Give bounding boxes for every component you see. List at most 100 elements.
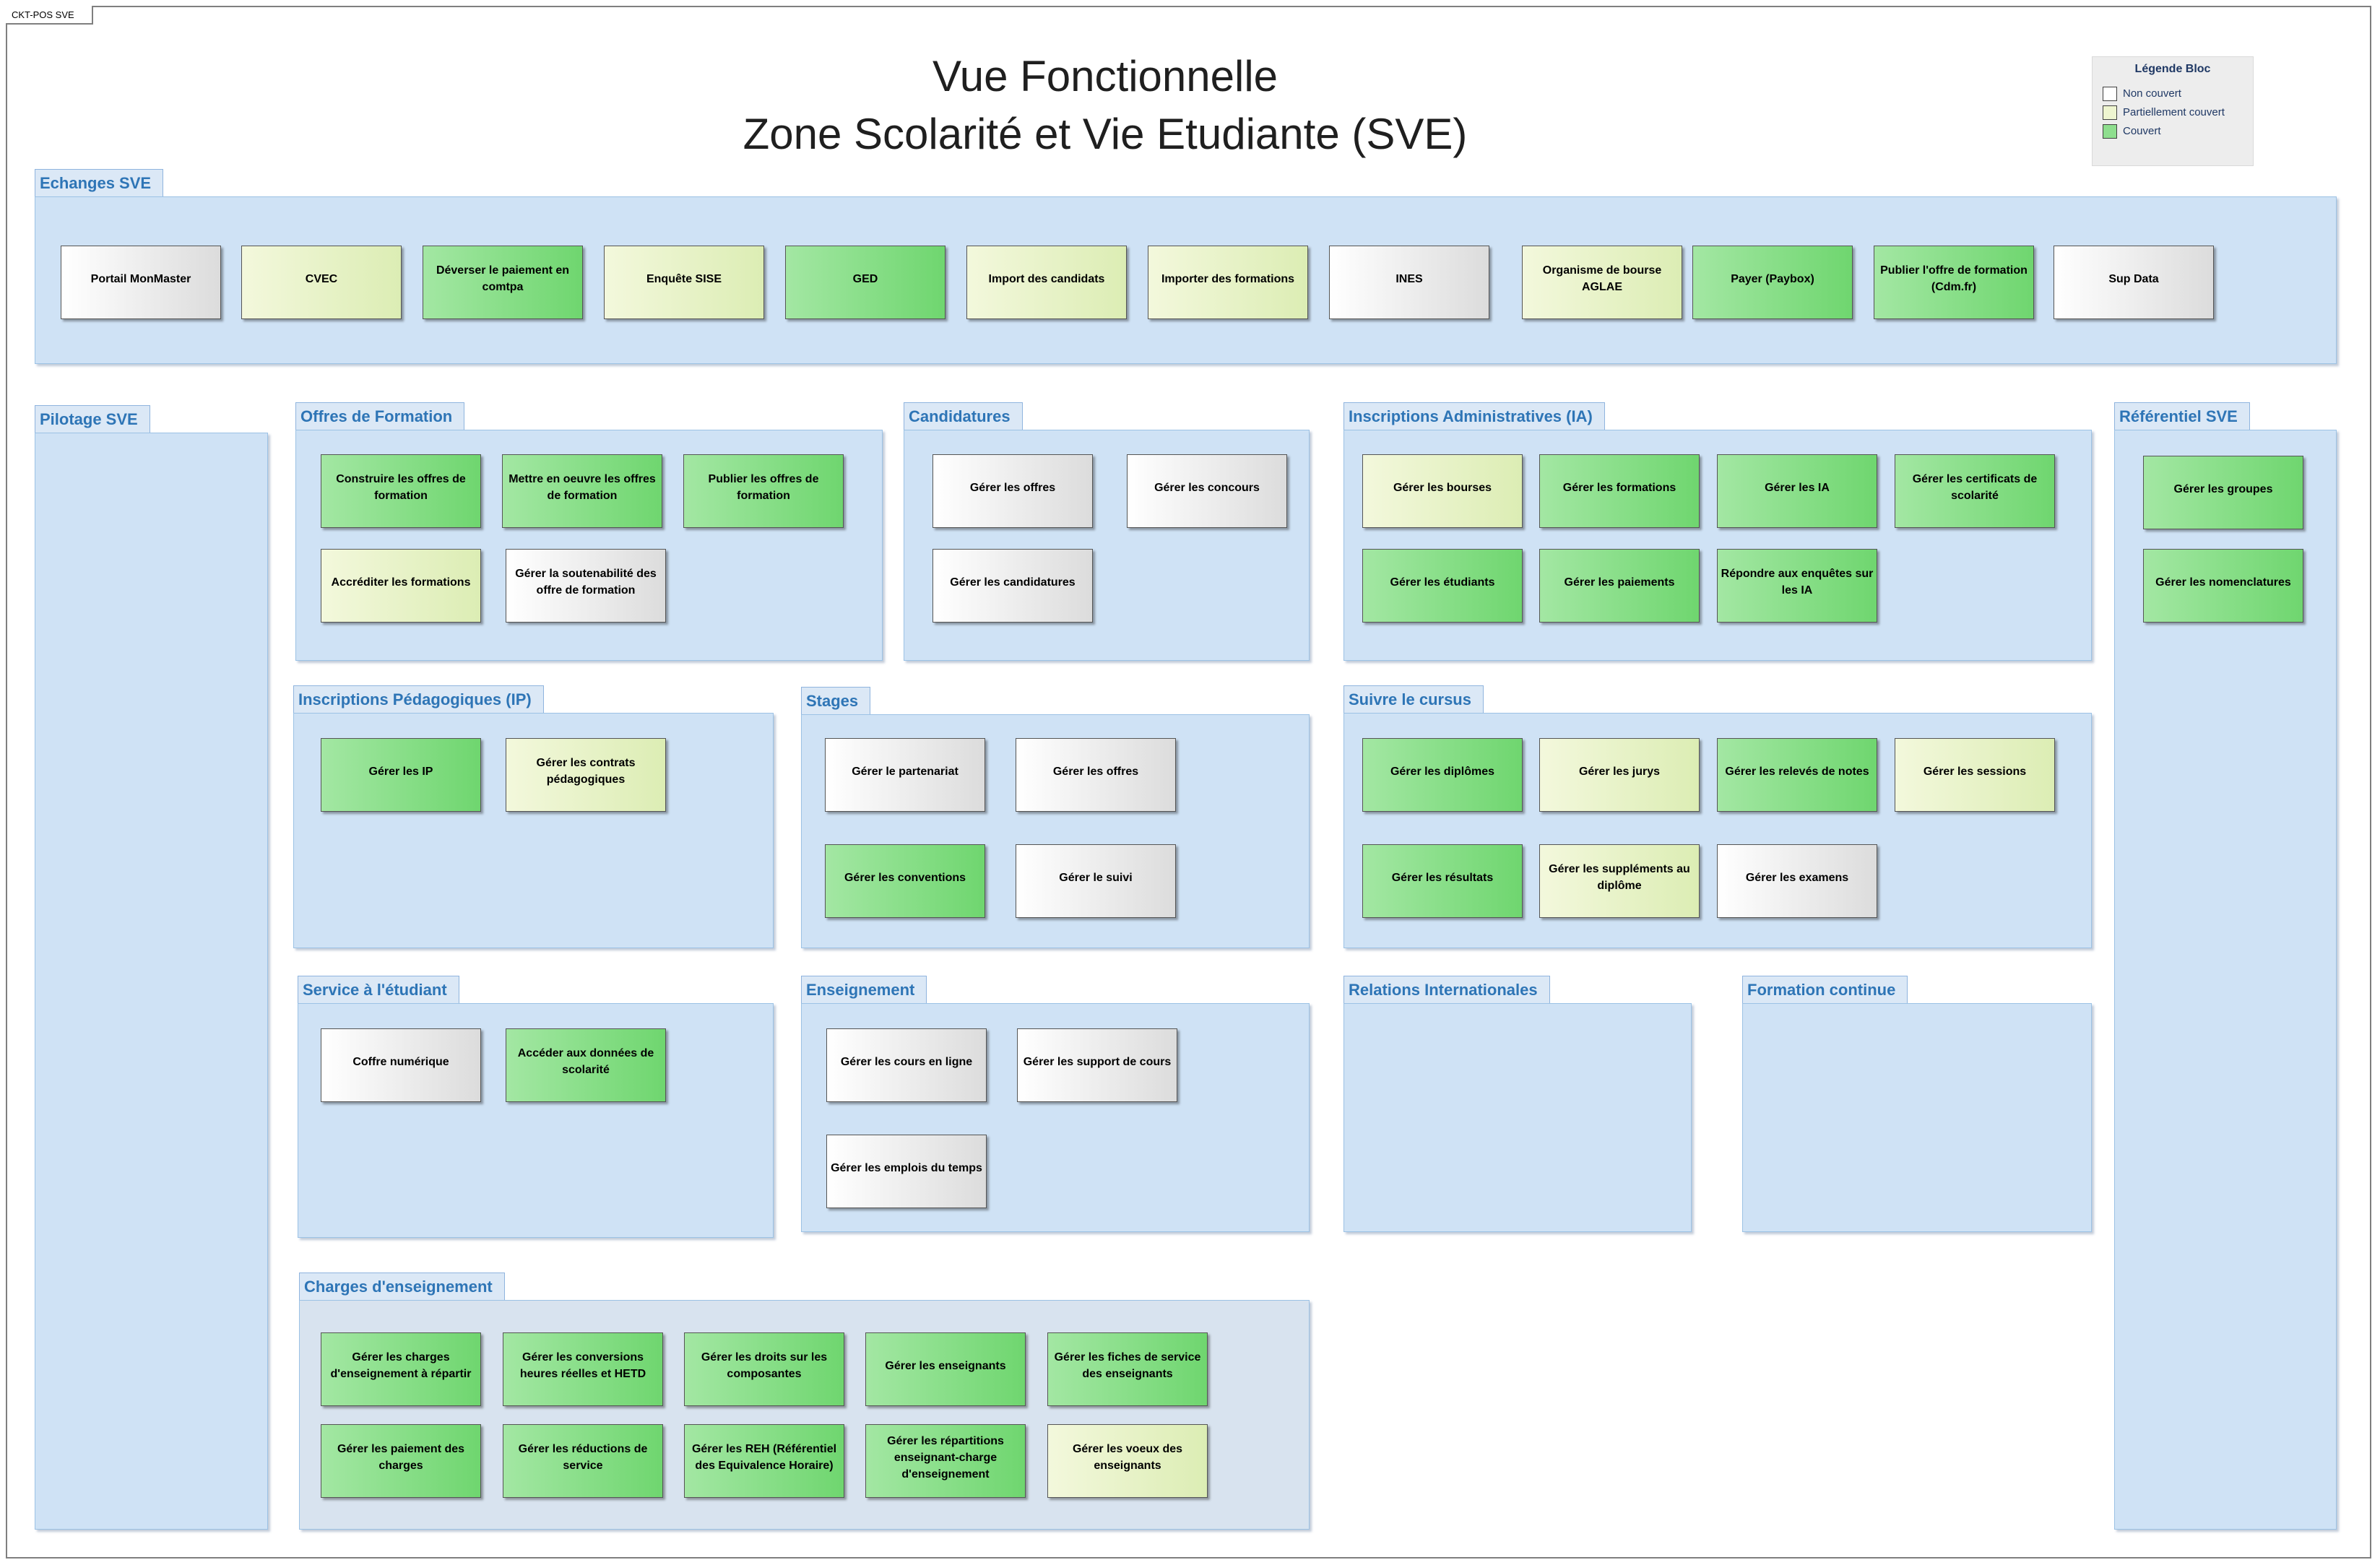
capability-block[interactable]: Gérer les concours: [1127, 454, 1287, 528]
capability-block[interactable]: Gérer les support de cours: [1017, 1028, 1177, 1102]
group-label: Référentiel SVE: [2114, 402, 2250, 430]
capability-block[interactable]: GED: [785, 246, 945, 319]
legend-label: Partiellement couvert: [2123, 106, 2225, 118]
frame-tab: CKT-POS SVE: [6, 6, 93, 25]
capability-block[interactable]: Gérer les suppléments au diplôme: [1539, 844, 1700, 918]
group-body: [1742, 1003, 2092, 1232]
capability-block[interactable]: Construire les offres de formation: [321, 454, 481, 528]
group-label: Enseignement: [801, 976, 927, 1003]
capability-block[interactable]: Gérer les conversions heures réelles et …: [503, 1332, 663, 1406]
capability-block[interactable]: Gérer la soutenabilité des offre de form…: [506, 549, 666, 623]
group-body: [35, 433, 268, 1530]
capability-block[interactable]: Gérer les répartitions enseignant-charge…: [865, 1424, 1026, 1498]
capability-block[interactable]: Gérer les enseignants: [865, 1332, 1026, 1406]
capability-block[interactable]: Coffre numérique: [321, 1028, 481, 1102]
capability-block[interactable]: Gérer les REH (Référentiel des Equivalen…: [684, 1424, 844, 1498]
group-inscriptions-administratives: Inscriptions Administratives (IA) Gérer l…: [1343, 402, 2092, 661]
capability-block[interactable]: Gérer les droits sur les composantes: [684, 1332, 844, 1406]
capability-block[interactable]: Gérer les examens: [1717, 844, 1877, 918]
capability-block[interactable]: Importer des formations: [1148, 246, 1308, 319]
legend-label: Non couvert: [2123, 87, 2181, 100]
legend-swatch-not-covered: [2103, 87, 2117, 102]
capability-block[interactable]: Publier les offres de formation: [683, 454, 844, 528]
capability-block[interactable]: Sup Data: [2054, 246, 2214, 319]
group-label: Offres de Formation: [295, 402, 465, 430]
capability-block[interactable]: Organisme de bourse AGLAE: [1522, 246, 1682, 319]
capability-block[interactable]: Déverser le paiement en comtpa: [423, 246, 583, 319]
capability-block[interactable]: Gérer les contrats pédagogiques: [506, 738, 666, 812]
capability-block[interactable]: Gérer les fiches de service des enseigna…: [1047, 1332, 1208, 1406]
capability-block[interactable]: Gérer les diplômes: [1362, 738, 1523, 812]
capability-block[interactable]: Gérer les réductions de service: [503, 1424, 663, 1498]
capability-block[interactable]: INES: [1329, 246, 1489, 319]
capability-block[interactable]: Accréditer les formations: [321, 549, 481, 623]
legend-swatch-covered: [2103, 124, 2117, 139]
capability-block[interactable]: Gérer les IA: [1717, 454, 1877, 528]
capability-block[interactable]: Portail MonMaster: [61, 246, 221, 319]
capability-block[interactable]: Gérer les charges d'enseignement à répar…: [321, 1332, 481, 1406]
capability-block[interactable]: Gérer les cours en ligne: [826, 1028, 987, 1102]
diagram-frame: [6, 6, 2371, 1559]
capability-block[interactable]: Gérer les paiements: [1539, 549, 1700, 623]
group-label: Service à l'étudiant: [298, 976, 459, 1003]
capability-block[interactable]: Import des candidats: [966, 246, 1127, 319]
group-label: Stages: [801, 687, 871, 714]
group-label: Suivre le cursus: [1343, 685, 1484, 713]
capability-block[interactable]: Publier l'offre de formation (Cdm.fr): [1874, 246, 2034, 319]
diagram-title: Vue Fonctionnelle: [932, 52, 1278, 100]
legend-item-covered: Couvert: [2103, 123, 2161, 139]
group-label: Pilotage SVE: [35, 405, 150, 433]
group-label: Relations Internationales: [1343, 976, 1550, 1003]
capability-block[interactable]: Gérer les emplois du temps: [826, 1135, 987, 1208]
capability-block[interactable]: Gérer les étudiants: [1362, 549, 1523, 623]
capability-block[interactable]: Répondre aux enquêtes sur les IA: [1717, 549, 1877, 623]
capability-block[interactable]: Gérer les bourses: [1362, 454, 1523, 528]
capability-block[interactable]: Gérer les relevés de notes: [1717, 738, 1877, 812]
capability-block[interactable]: Gérer les groupes: [2143, 456, 2303, 529]
group-label: Formation continue: [1742, 976, 1908, 1003]
legend-swatch-partial: [2103, 105, 2117, 121]
capability-block[interactable]: Gérer les candidatures: [932, 549, 1093, 623]
group-label: Charges d'enseignement: [299, 1273, 505, 1300]
capability-block[interactable]: Accéder aux données de scolarité: [506, 1028, 666, 1102]
capability-block[interactable]: Gérer les paiement des charges: [321, 1424, 481, 1498]
group-label: Inscriptions Pédagogiques (IP): [293, 685, 544, 713]
group-pilotage-sve: Pilotage SVE: [35, 405, 268, 1530]
group-label: Inscriptions Administratives (IA): [1343, 402, 1605, 430]
diagram-subtitle: Zone Scolarité et Vie Etudiante (SVE): [743, 110, 1468, 158]
capability-block[interactable]: Gérer les sessions: [1895, 738, 2055, 812]
capability-block[interactable]: Gérer les offres: [1016, 738, 1176, 812]
capability-block[interactable]: Gérer les formations: [1539, 454, 1700, 528]
group-body: [1343, 1003, 1692, 1232]
capability-block[interactable]: Gérer le suivi: [1016, 844, 1176, 918]
legend-title: Légende Bloc: [2134, 63, 2211, 75]
capability-block[interactable]: CVEC: [241, 246, 402, 319]
capability-block[interactable]: Payer (Paybox): [1692, 246, 1853, 319]
capability-block[interactable]: Gérer les résultats: [1362, 844, 1523, 918]
capability-block[interactable]: Gérer les IP: [321, 738, 481, 812]
capability-block[interactable]: Gérer les nomenclatures: [2143, 549, 2303, 623]
capability-block[interactable]: Enquête SISE: [604, 246, 764, 319]
legend-label: Couvert: [2123, 125, 2161, 137]
group-formation-continue: Formation continue: [1742, 976, 2092, 1232]
capability-block[interactable]: Gérer les offres: [932, 454, 1093, 528]
capability-block[interactable]: Gérer les certificats de scolarité: [1895, 454, 2055, 528]
legend-item-partial: Partiellement couvert: [2103, 105, 2225, 121]
legend: Légende Bloc Non couvert Partiellement c…: [2092, 56, 2254, 166]
capability-block[interactable]: Gérer les jurys: [1539, 738, 1700, 812]
capability-block[interactable]: Mettre en oeuvre les offres de formation: [502, 454, 662, 528]
group-label: Candidatures: [904, 402, 1023, 430]
group-label: Echanges SVE: [35, 169, 164, 196]
group-inscriptions-pedagogiques: Inscriptions Pédagogiques (IP) Gérer les …: [293, 685, 774, 948]
capability-block[interactable]: Gérer les conventions: [825, 844, 985, 918]
capability-block[interactable]: Gérer le partenariat: [825, 738, 985, 812]
capability-block[interactable]: Gérer les voeux des enseignants: [1047, 1424, 1208, 1498]
